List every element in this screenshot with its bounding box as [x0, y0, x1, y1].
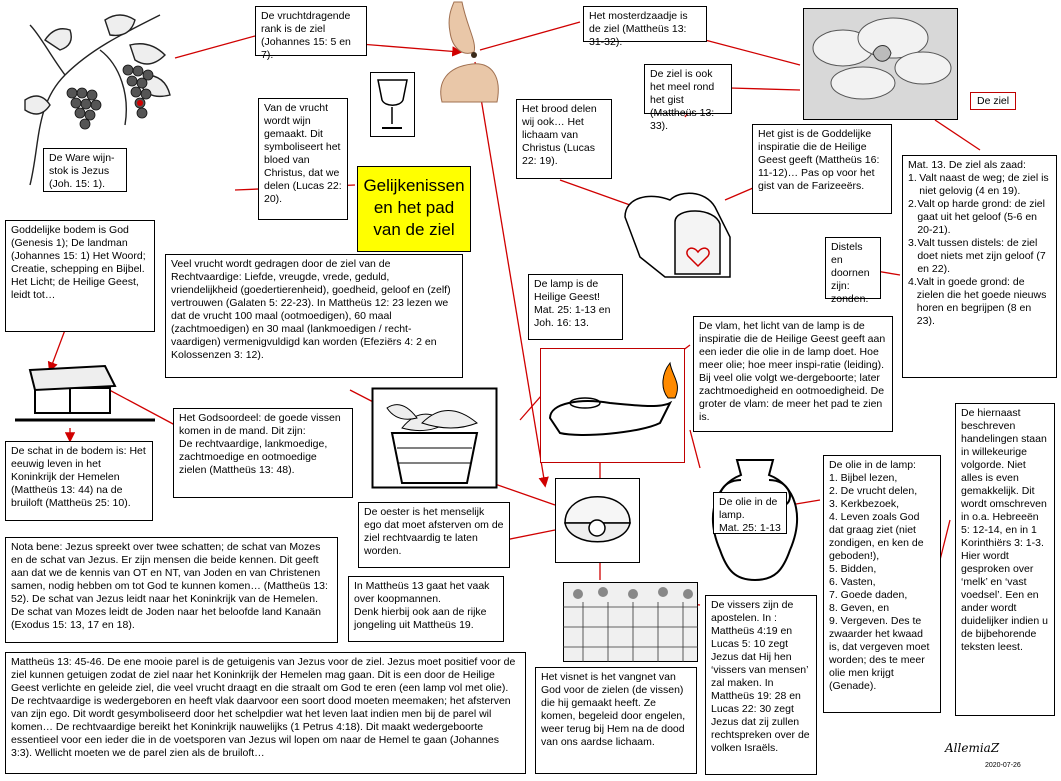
box-vruchtdragende: De vruchtdragende rank is de ziel (Johan… — [255, 6, 367, 61]
soul-cloud-picture — [803, 8, 958, 120]
oil-lamp-icon — [540, 348, 685, 463]
olie-list-title: De olie in de lamp: — [829, 459, 916, 471]
zaad-title: Mat. 13. De ziel als zaad: — [908, 159, 1026, 171]
box-parel: Mattheüs 13: 45-46. De ene mooie parel i… — [5, 652, 526, 774]
box-vissers: De vissers zijn de apostelen. In : Matth… — [705, 595, 817, 775]
olie-list-item: 8. Geven, en — [829, 602, 890, 614]
box-zaad: Mat. 13. De ziel als zaad: 1.Valt naast … — [902, 155, 1057, 378]
box-meel: De ziel is ook het meel rond het gist (M… — [644, 64, 732, 132]
box-hiernaast: De hiernaast beschreven handelingen staa… — [955, 403, 1055, 716]
box-wijnstok: De Ware wijn-stok is Jezus (Joh. 15: 1). — [43, 148, 127, 192]
olie-list-item: 4. Leven zoals God dat graag ziet (niet … — [829, 511, 924, 562]
box-nota: Nota bene: Jezus spreekt over twee schat… — [5, 537, 338, 643]
mustard-seed-icon — [440, 1, 499, 103]
box-distels: Distels en doornen zijn: zonden. — [825, 237, 881, 305]
olie-list-item: 6. Vasten, — [829, 576, 876, 588]
box-olie-lamp: De olie in de lamp. Mat. 25: 1-13 — [713, 492, 787, 534]
olie-list-item: 1. Bijbel lezen, — [829, 472, 898, 484]
box-brood: Het brood delen wij ook… Het lichaam van… — [516, 99, 612, 179]
box-vrucht-wijn: Van de vrucht wordt wijn gemaakt. Dit sy… — [258, 98, 348, 220]
box-olie-list: De olie in de lamp: 1. Bijbel lezen, 2. … — [823, 455, 941, 713]
box-koopmannen: In Mattheüs 13 gaat het vaak over koopma… — [348, 576, 504, 642]
signature: AllemiaZ — [945, 741, 1000, 755]
olie-list-item: 7. Goede daden, — [829, 589, 908, 601]
box-bodem: Goddelijke bodem is God (Genesis 1); De … — [5, 220, 155, 332]
zaad-item: 4.Valt in goede grond: de zielen die het… — [908, 276, 1047, 327]
box-schat: De schat in de bodem is: Het eeuwig leve… — [5, 441, 153, 521]
box-veel-vrucht: Veel vrucht wordt gedragen door de ziel … — [165, 254, 463, 378]
olie-list-item: 5. Bidden, — [829, 563, 877, 575]
treasure-chest-icon — [15, 364, 155, 422]
olie-list-item: 2. De vrucht delen, — [829, 485, 918, 497]
box-oester: De oester is het menselijk ego dat moet … — [358, 502, 510, 568]
bread-icon — [624, 192, 731, 278]
grapevine-icon — [24, 14, 171, 186]
box-mosterdzaadje: Het mosterdzaadje is de ziel (Mattheüs 1… — [583, 6, 707, 48]
box-lamp: De lamp is de Heilige Geest! Mat. 25: 1-… — [528, 274, 623, 340]
zaad-item: 1.Valt naast de weg; de ziel is niet gel… — [908, 172, 1049, 197]
olie-list-item: 9. Vergeven. Des te zwaarder het kwaad i… — [829, 615, 930, 692]
oyster-pearl-icon — [555, 478, 640, 563]
box-vlam: De vlam, het licht van de lamp is de ins… — [693, 316, 893, 432]
olie-list-item: 3. Kerkbezoek, — [829, 498, 900, 510]
soul-label: De ziel — [970, 92, 1017, 110]
box-gist: Het gist is de Goddelijke inspiratie die… — [752, 124, 892, 214]
date-stamp: 2020-07-26 — [985, 762, 1021, 769]
fishing-net-icon — [563, 582, 698, 662]
fish-basket-icon — [371, 387, 498, 489]
chalice-icon — [370, 72, 415, 137]
box-visnet: Het visnet is het vangnet van God voor d… — [535, 667, 697, 774]
zaad-item: 3.Valt tussen distels: de ziel doet niet… — [908, 237, 1046, 275]
zaad-item: 2.Valt op harde grond: de ziel gaat uit … — [908, 198, 1045, 236]
box-godsoordeel: Het Godsoordeel: de goede vissen komen i… — [173, 408, 353, 498]
page-title: Gelijkenissen en het pad van de ziel — [357, 166, 471, 252]
